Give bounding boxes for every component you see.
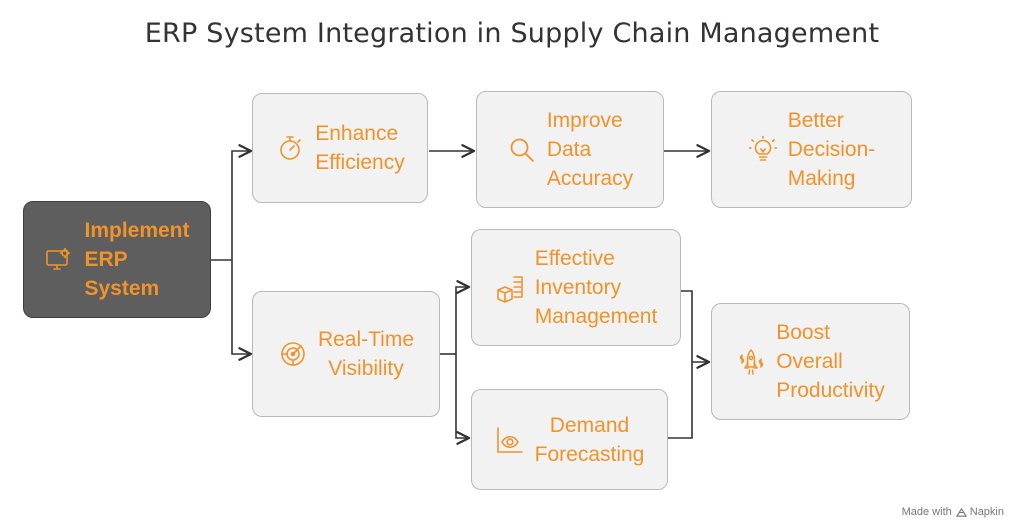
- made-with-napkin-badge: Made with Napkin: [902, 506, 1004, 518]
- node-label: Effective Inventory Management: [534, 247, 658, 328]
- computer-gear-icon: [46, 247, 71, 270]
- connector-root-to-efficiency: [231, 144, 253, 260]
- magnifier-icon: [510, 138, 534, 162]
- node-improve-data-accuracy[interactable]: Improve Data Accuracy: [476, 91, 664, 208]
- connector-visibility-to-inventory: [455, 280, 471, 354]
- node-label: Improve Data Accuracy: [546, 109, 634, 190]
- node-label: Boost Overall Productivity: [776, 321, 885, 402]
- boxes-icon: [496, 275, 523, 303]
- node-real-time-visibility[interactable]: Real-Time Visibility: [252, 291, 440, 417]
- connector-inventory-merge: [666, 290, 693, 439]
- node-implement-erp-system[interactable]: Implement ERP System: [23, 201, 211, 318]
- napkin-logo-icon: [955, 507, 967, 517]
- node-better-decision-making[interactable]: Better Decision- Making: [711, 91, 912, 208]
- node-enhance-efficiency[interactable]: Enhance Efficiency: [252, 93, 428, 203]
- connector-visibility-to-forecasting: [455, 354, 471, 445]
- radar-icon: [281, 342, 305, 366]
- node-label: Demand Forecasting: [534, 413, 645, 466]
- eye-chart-icon: [496, 426, 523, 453]
- node-label: Real-Time Visibility: [317, 328, 415, 380]
- made-with-text: Made with: [901, 506, 952, 518]
- node-demand-forecasting[interactable]: Demand Forecasting: [471, 389, 668, 490]
- node-label: Implement ERP System: [84, 219, 190, 300]
- stopwatch-icon: [280, 136, 302, 160]
- connector-root-to-visibility: [231, 260, 253, 361]
- node-label: Better Decision- Making: [787, 109, 876, 190]
- node-boost-overall-productivity[interactable]: Boost Overall Productivity: [711, 303, 910, 420]
- node-effective-inventory-management[interactable]: Effective Inventory Management: [471, 229, 681, 346]
- lightbulb-icon: [748, 135, 778, 161]
- napkin-brand-text: Napkin: [969, 506, 1004, 518]
- rocket-money-icon: [739, 348, 764, 375]
- diagram-title: ERP System Integration in Supply Chain M…: [144, 18, 880, 49]
- node-label: Enhance Efficiency: [315, 122, 405, 174]
